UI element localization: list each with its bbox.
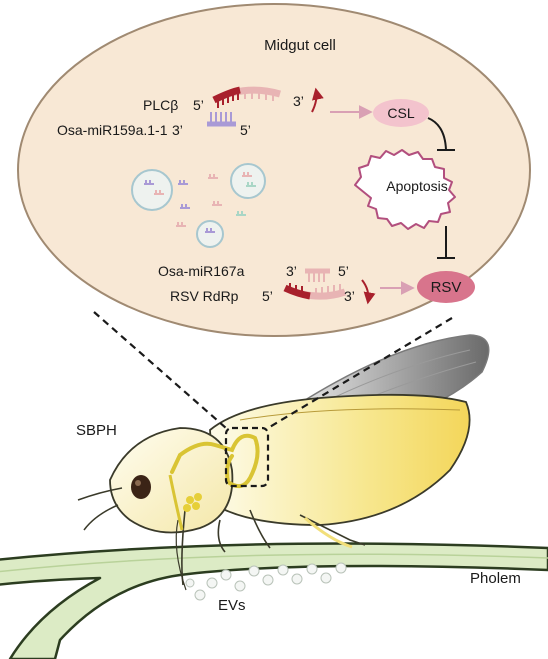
extracellular-vesicles [185, 562, 347, 601]
plcb-three-prime: 3’ [293, 93, 304, 109]
plcb-label: PLCβ [143, 97, 178, 113]
apoptosis-node [354, 149, 456, 230]
insect-label: SBPH [76, 422, 117, 439]
salivary-gland [183, 493, 202, 512]
mir167-three-prime: 3’ [286, 263, 297, 279]
plcb-mrna [212, 86, 281, 108]
rsv-node [417, 271, 475, 303]
rdrp-down-arrow [361, 279, 376, 305]
rdrp-rna [283, 283, 347, 300]
insect-gut [170, 433, 260, 489]
csl-node [373, 99, 429, 127]
rsv-label: RSV [431, 279, 462, 296]
intracellular-vesicles [131, 163, 266, 248]
mir159-label: Osa-miR159a.1-1 [57, 122, 168, 138]
insect-eye [131, 475, 151, 499]
mir159-strand [207, 112, 236, 127]
apoptosis-label: Apoptosis [386, 178, 447, 194]
sbph-insect [77, 334, 490, 591]
plcb-five-prime: 5’ [193, 97, 204, 113]
plcb-up-arrow [311, 87, 324, 113]
csl-label: CSL [387, 105, 414, 121]
phloem-stem [0, 542, 548, 659]
mir167-label: Osa-miR167a [158, 263, 245, 279]
mir159-five-prime: 5’ [240, 122, 251, 138]
mir159-three-prime: 3’ [172, 122, 183, 138]
insect-body [209, 393, 471, 526]
midgut-cell [17, 3, 531, 337]
rdrp-three-prime: 3’ [344, 288, 355, 304]
rdrp-label: RSV RdRp [170, 288, 239, 304]
mir167-strand [305, 268, 330, 282]
csl-inhibits-apoptosis [427, 117, 447, 151]
evs-label: EVs [218, 597, 246, 614]
cell-title: Midgut cell [264, 37, 336, 54]
zoom-box [224, 426, 270, 488]
mir167-five-prime: 5’ [338, 263, 349, 279]
phloem-label: Pholem [470, 570, 521, 587]
zoom-line-left [93, 311, 227, 429]
rdrp-five-prime: 5’ [262, 288, 273, 304]
